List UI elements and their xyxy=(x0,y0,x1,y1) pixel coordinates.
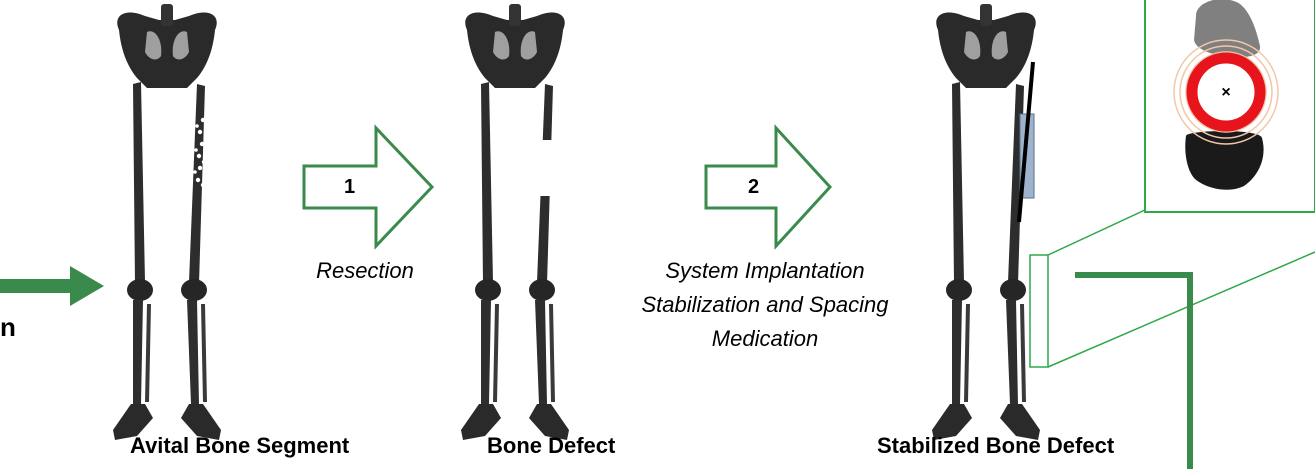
step-1-arrow xyxy=(304,128,432,246)
caption-stabilized: Stabilized Bone Defect xyxy=(877,433,1114,459)
step-2-number: 2 xyxy=(748,176,759,199)
caption-avital: Avital Bone Segment xyxy=(130,433,349,459)
zoom-source-box xyxy=(1030,255,1048,367)
left-cut-text: n xyxy=(0,312,16,343)
skeleton-stabilized xyxy=(932,4,1040,440)
step-2-line-1: System Implantation xyxy=(600,258,930,284)
step-2-line-3: Medication xyxy=(600,326,930,352)
skeleton-avital xyxy=(113,4,221,440)
step-1-label: Resection xyxy=(290,258,440,284)
caption-defect: Bone Defect xyxy=(487,433,615,459)
zoom-line-bottom xyxy=(1048,252,1315,367)
incoming-arrow xyxy=(0,266,104,306)
step-1-number: 1 xyxy=(344,176,355,199)
cross-section-inset: × xyxy=(1145,0,1315,212)
step-2-line-2: Stabilization and Spacing xyxy=(600,292,930,318)
inset-center-mark: × xyxy=(1221,84,1230,101)
skeleton-defect xyxy=(461,4,569,440)
zoom-line-top xyxy=(1048,210,1145,255)
step-2-arrow xyxy=(706,128,830,246)
